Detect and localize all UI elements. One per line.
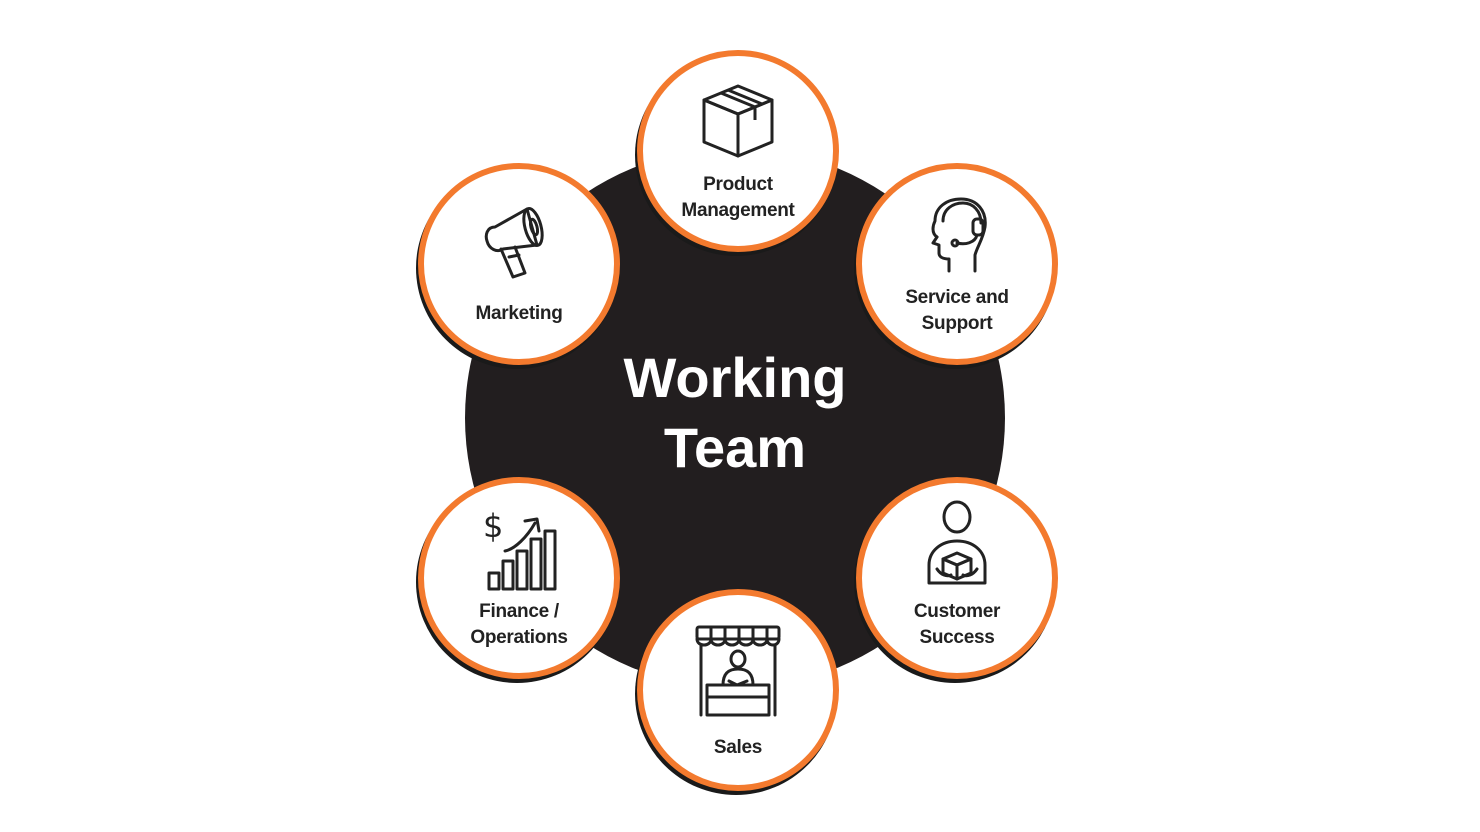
- svg-text:$: $: [483, 507, 503, 545]
- person-holding-box-icon: [927, 500, 987, 585]
- headset-agent-icon: [931, 197, 987, 273]
- node-marketing: Marketing: [418, 163, 620, 365]
- node-finance-operations: $ Finance / Operations: [418, 477, 620, 679]
- node-customer-success: Customer Success: [856, 477, 1058, 679]
- node-sales: Sales: [637, 589, 839, 791]
- megaphone-icon: [484, 207, 544, 279]
- node-service-support: Service and Support: [856, 163, 1058, 365]
- hub-title: Working Team: [623, 346, 847, 479]
- box-icon: [702, 84, 774, 158]
- node-label: Marketing: [475, 303, 563, 324]
- node-label: Service and Support: [905, 287, 1009, 334]
- node-label: Sales: [713, 737, 763, 758]
- node-label: Customer Success: [913, 601, 1001, 648]
- node-label: Finance / Operations: [470, 601, 568, 648]
- node-product-management: Product Management: [637, 50, 839, 252]
- storefront-icon: [695, 625, 781, 717]
- node-label: Product Management: [681, 174, 795, 221]
- growth-chart-dollar-icon: $: [483, 507, 557, 591]
